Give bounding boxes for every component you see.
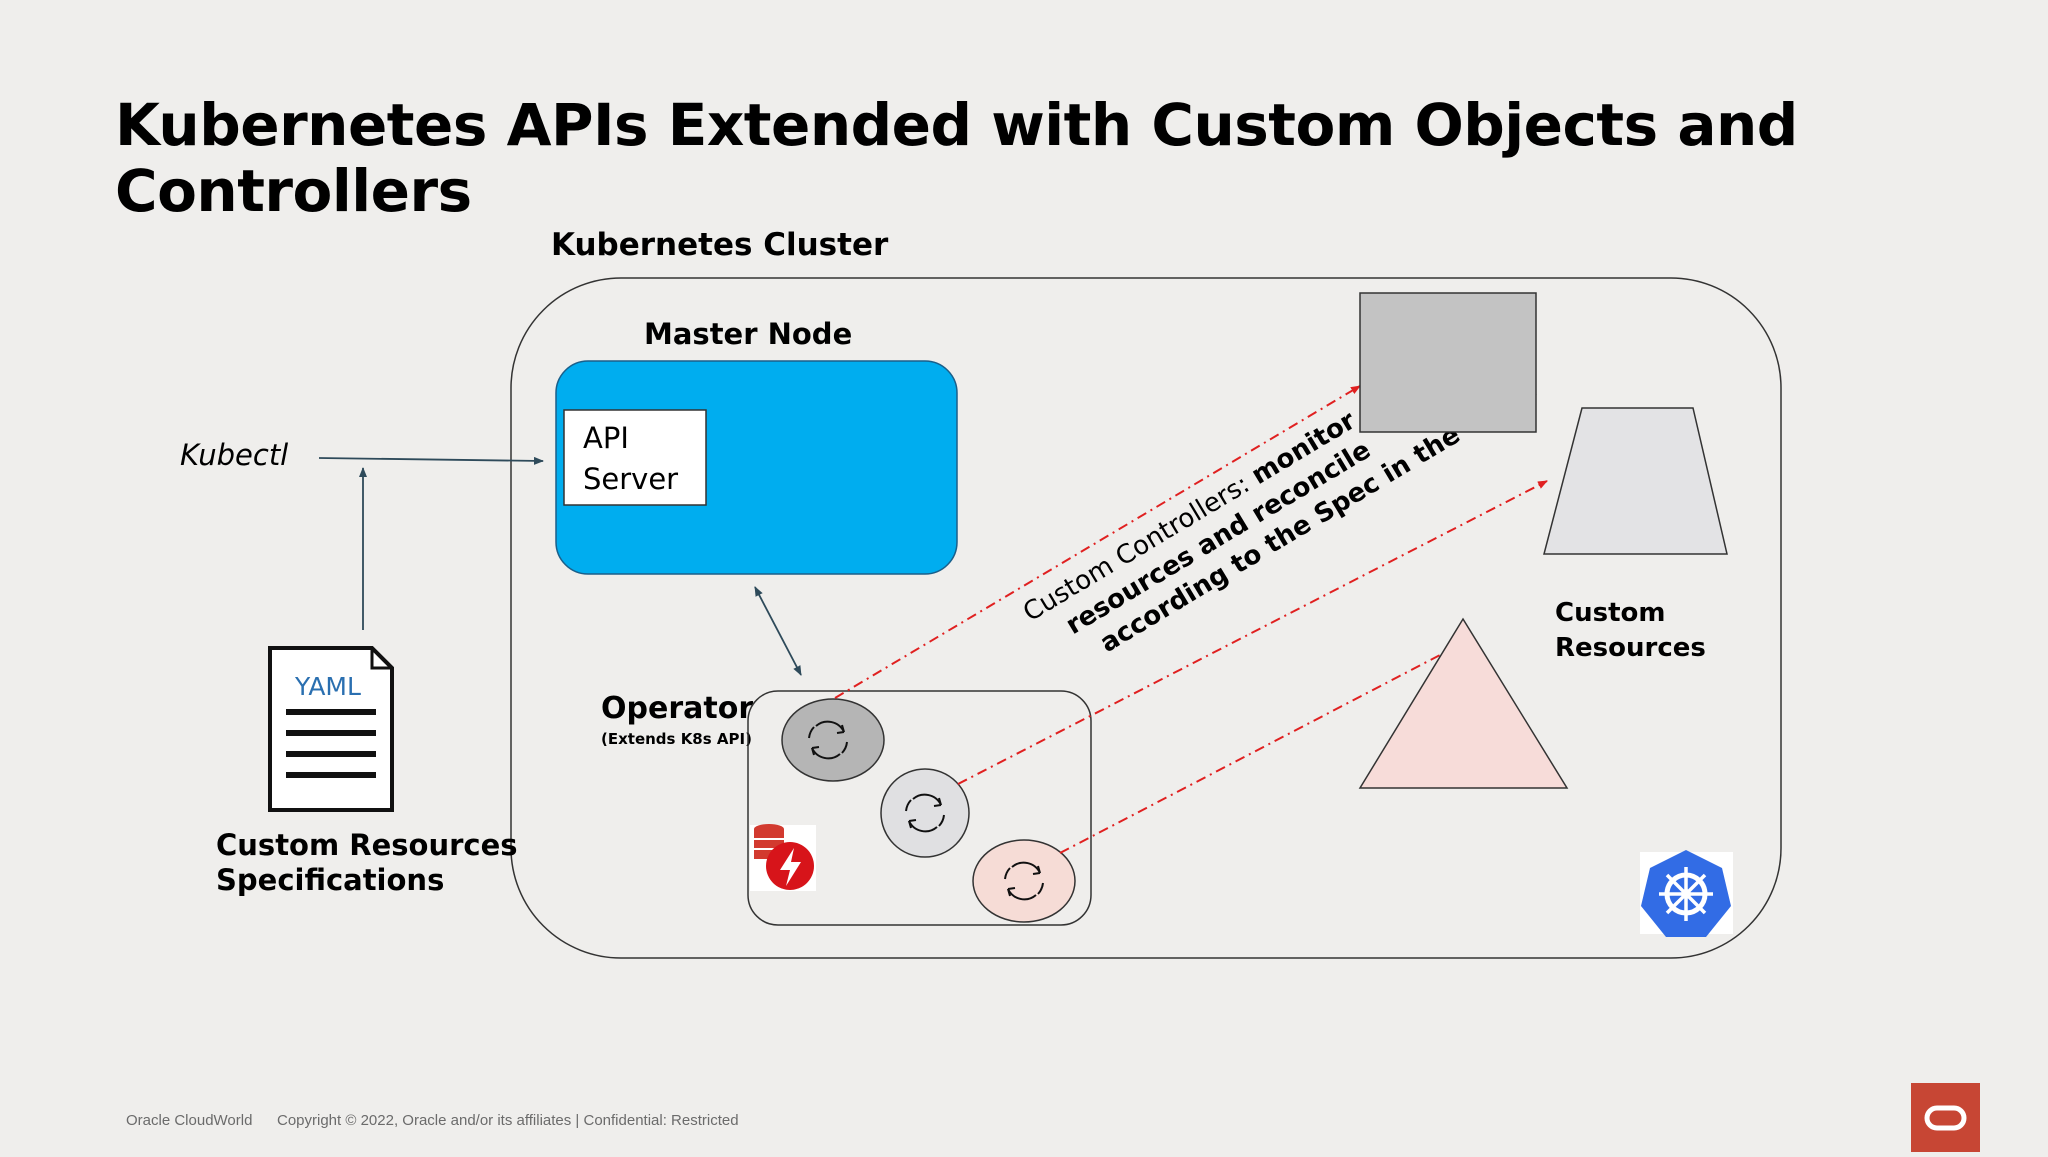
kubernetes-helm-icon bbox=[1640, 850, 1733, 937]
controllers-text-bold2: resources and reconcile bbox=[1061, 435, 1376, 641]
api-server-label-line1: API bbox=[583, 421, 629, 455]
custom-resource-trapezoid bbox=[1543, 407, 1728, 555]
crd-spec-label-line1: Custom Resources bbox=[216, 828, 518, 862]
controller-2 bbox=[880, 768, 970, 858]
yaml-label: YAML bbox=[294, 672, 361, 701]
slide-title-line1: Kubernetes APIs Extended with Custom Obj… bbox=[115, 91, 1798, 159]
api-server-box bbox=[563, 409, 707, 506]
footer-event: Oracle CloudWorld bbox=[126, 1112, 253, 1129]
operator-sublabel: (Extends K8s API) bbox=[601, 730, 752, 748]
controller-arrow-1 bbox=[834, 385, 1361, 699]
cluster-label: Kubernetes Cluster bbox=[551, 227, 889, 263]
controller-arrow-2 bbox=[957, 480, 1548, 785]
kubectl-arrow bbox=[318, 456, 544, 465]
controller-1 bbox=[781, 698, 885, 782]
master-operator-arrow bbox=[754, 586, 802, 676]
operator-label: Operator bbox=[601, 691, 753, 726]
crd-spec-label-line2: Specifications bbox=[216, 863, 444, 897]
custom-resource-square bbox=[1359, 292, 1537, 433]
operator-box bbox=[747, 690, 1092, 926]
custom-resource-triangle bbox=[1358, 617, 1569, 789]
master-node-label: Master Node bbox=[644, 317, 852, 351]
slide-title-line2: Controllers bbox=[115, 157, 472, 225]
custom-resources-label-line2: Resources bbox=[1555, 633, 1706, 663]
controller-3 bbox=[972, 839, 1076, 923]
custom-resources-label-line1: Custom bbox=[1555, 598, 1665, 628]
database-lightning-icon bbox=[750, 824, 816, 891]
oracle-ring-icon bbox=[1924, 1105, 1967, 1131]
cluster-boundary bbox=[510, 277, 1782, 959]
api-server-label-line2: Server bbox=[583, 462, 678, 496]
slide-title: Kubernetes APIs Extended with Custom Obj… bbox=[115, 92, 1915, 224]
footer-copyright: Copyright © 2022, Oracle and/or its affi… bbox=[277, 1112, 739, 1129]
yaml-document-icon bbox=[268, 646, 394, 812]
oracle-logo bbox=[1911, 1083, 1980, 1152]
kubectl-label: Kubectl bbox=[180, 438, 288, 472]
controller-arrow-3 bbox=[1059, 642, 1464, 854]
